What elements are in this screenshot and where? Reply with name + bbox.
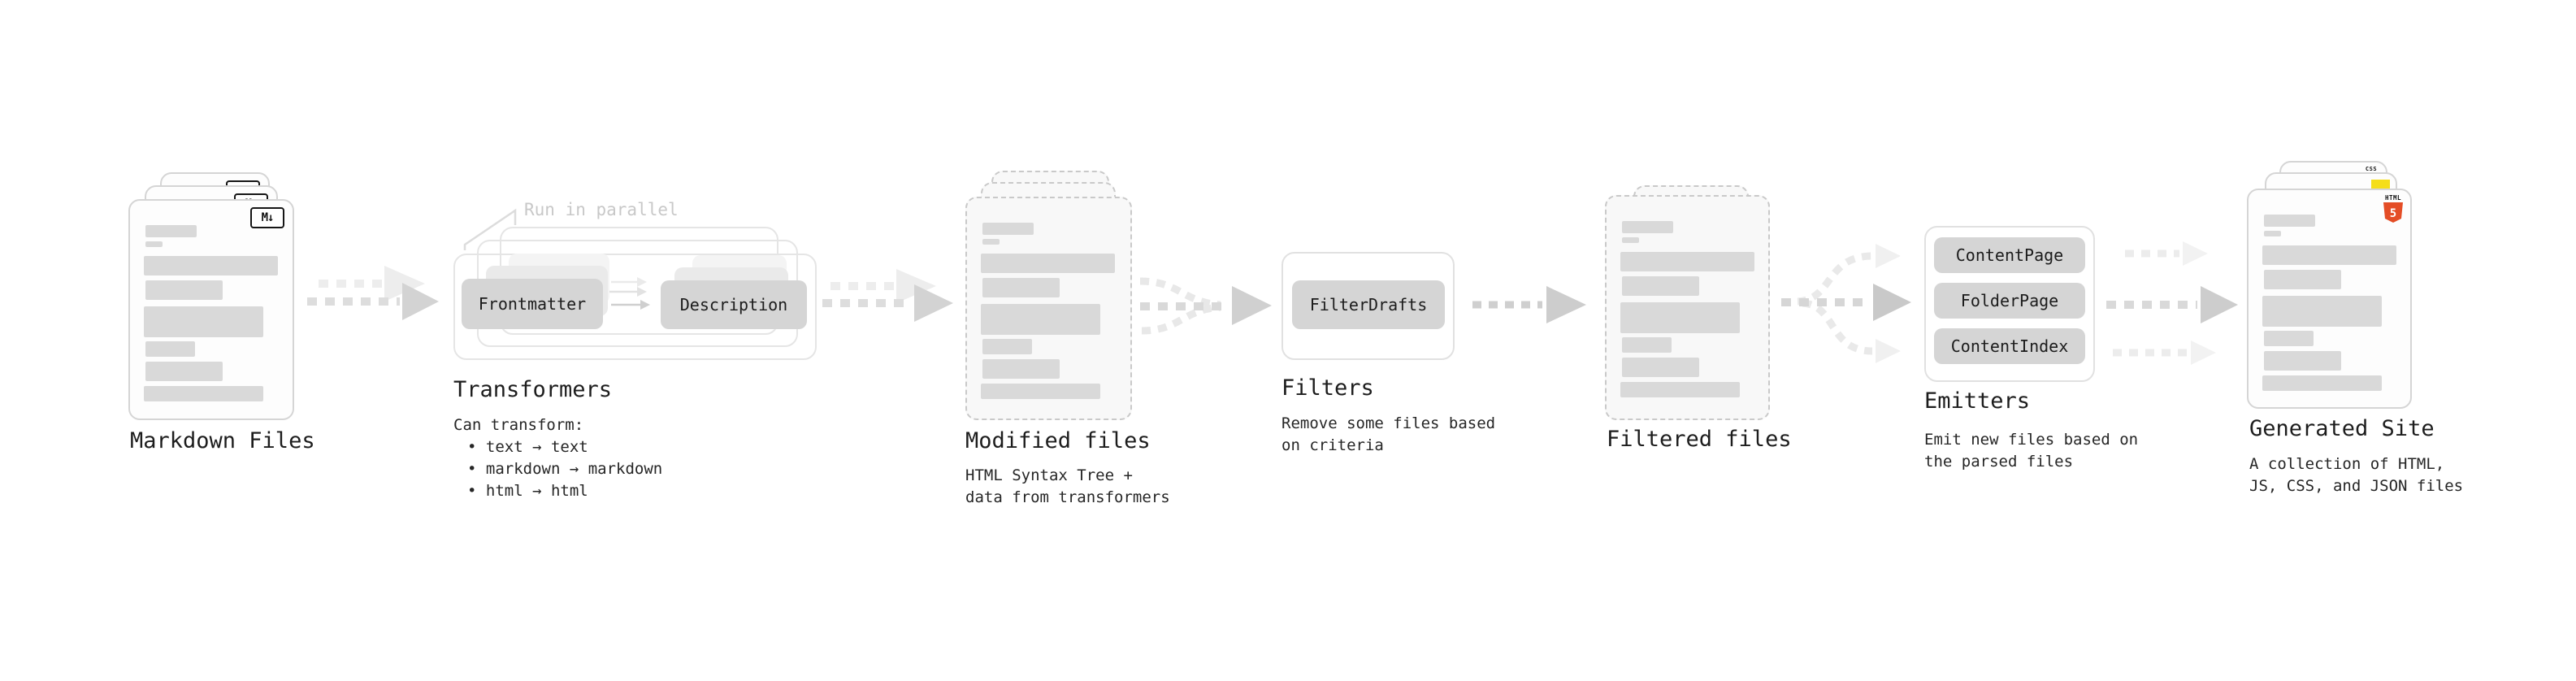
- markdown-files-title: Markdown Files: [130, 428, 315, 453]
- caption-line: data from transformers: [965, 488, 1170, 506]
- text-line-bar: [982, 278, 1060, 297]
- caption-line: Emit new files based on: [1924, 431, 2139, 449]
- text-line-bar: [144, 256, 278, 275]
- emitter-contentpage: ContentPage: [1934, 237, 2085, 273]
- transformer-step-description: Description: [661, 280, 807, 329]
- svg-text:5: 5: [2390, 207, 2396, 220]
- text-line-bar: [981, 384, 1100, 399]
- caption-line: JS, CSS, and JSON files: [2249, 477, 2464, 495]
- markdown-file-card-front: M↓: [128, 199, 294, 420]
- modified-files-caption: HTML Syntax Tree + data from transformer…: [965, 465, 1170, 509]
- arrows-emitters-to-generated: [2106, 241, 2238, 365]
- text-line-bar: [981, 304, 1100, 335]
- text-line-bar: [145, 341, 195, 357]
- caption-line: Can transform:: [453, 416, 584, 434]
- text-line-bar: [2264, 215, 2315, 227]
- filtered-files-title: Filtered files: [1607, 427, 1792, 452]
- text-line-bar: [1622, 276, 1699, 296]
- text-line-bar: [982, 239, 1000, 245]
- emitters-title: Emitters: [1924, 388, 2031, 414]
- run-in-parallel-annotation: Run in parallel: [524, 200, 679, 219]
- text-line-bar: [144, 306, 263, 337]
- text-line-bar: [2264, 270, 2341, 289]
- text-line-bar: [145, 241, 163, 247]
- text-line-bar: [1620, 252, 1754, 271]
- text-line-bar: [1620, 302, 1740, 333]
- html-label: HTML: [2384, 194, 2402, 202]
- modified-files-title: Modified files: [965, 428, 1151, 453]
- caption-line: the parsed files: [1924, 453, 2074, 471]
- css-label: CSS: [2365, 166, 2378, 172]
- html5-icon: HTML 5: [2383, 194, 2404, 224]
- js-file-icon: [2371, 180, 2390, 191]
- text-line-bar: [1622, 358, 1699, 377]
- text-line-bar: [2264, 231, 2281, 236]
- text-line-bar: [982, 223, 1034, 235]
- text-line-bar: [2262, 375, 2382, 391]
- text-line-bar: [145, 225, 197, 237]
- filters-title: Filters: [1281, 375, 1374, 401]
- caption-line: • text → text: [467, 438, 588, 456]
- arrow-transformers-to-modified: [822, 269, 953, 322]
- text-line-bar: [1620, 382, 1740, 397]
- emitter-contentindex: ContentIndex: [1934, 328, 2085, 364]
- emitter-folderpage: FolderPage: [1934, 283, 2085, 319]
- text-line-bar: [2264, 351, 2341, 371]
- filters-caption: Remove some files based on criteria: [1281, 413, 1495, 457]
- modified-file-card-front: [965, 197, 1132, 420]
- generated-file-card-html: HTML 5: [2247, 189, 2412, 409]
- caption-line: HTML Syntax Tree +: [965, 466, 1133, 484]
- caption-line: on criteria: [1281, 436, 1384, 454]
- filter-filterdrafts: FilterDrafts: [1292, 280, 1445, 329]
- text-line-bar: [145, 280, 223, 300]
- text-line-bar: [145, 362, 223, 381]
- text-line-bar: [1622, 221, 1673, 233]
- text-line-bar: [1622, 337, 1672, 353]
- caption-line: Remove some files based: [1281, 414, 1496, 432]
- transformers-title: Transformers: [453, 377, 613, 402]
- caption-line: • markdown → markdown: [467, 460, 663, 478]
- transformer-step-frontmatter: Frontmatter: [462, 279, 603, 329]
- emitters-caption: Emit new files based on the parsed files: [1924, 429, 2138, 473]
- text-line-bar: [2262, 296, 2382, 327]
- text-line-bar: [982, 339, 1032, 354]
- text-line-bar: [1622, 237, 1639, 243]
- arrow-filtered-to-emitters-fanout: [1781, 244, 1911, 363]
- text-line-bar: [144, 386, 263, 401]
- text-line-bar: [2262, 245, 2396, 265]
- text-line-bar: [2264, 331, 2314, 346]
- arrow-modified-to-filters-merge: [1139, 277, 1272, 335]
- generated-site-caption: A collection of HTML, JS, CSS, and JSON …: [2249, 453, 2463, 497]
- arrow-markdown-to-transformers: [307, 266, 439, 320]
- caption-line: • html → html: [467, 482, 588, 500]
- generated-site-title: Generated Site: [2249, 416, 2435, 441]
- text-line-bar: [982, 359, 1060, 379]
- transformers-caption: Can transform: • text → text • markdown …: [453, 414, 662, 502]
- arrow-filters-to-filtered: [1472, 286, 1586, 323]
- transformer-run-box-front: [453, 254, 817, 360]
- caption-line: A collection of HTML,: [2249, 455, 2445, 473]
- markdown-icon: M↓: [250, 207, 284, 228]
- filtered-file-card-front: [1605, 195, 1770, 420]
- text-line-bar: [981, 254, 1115, 273]
